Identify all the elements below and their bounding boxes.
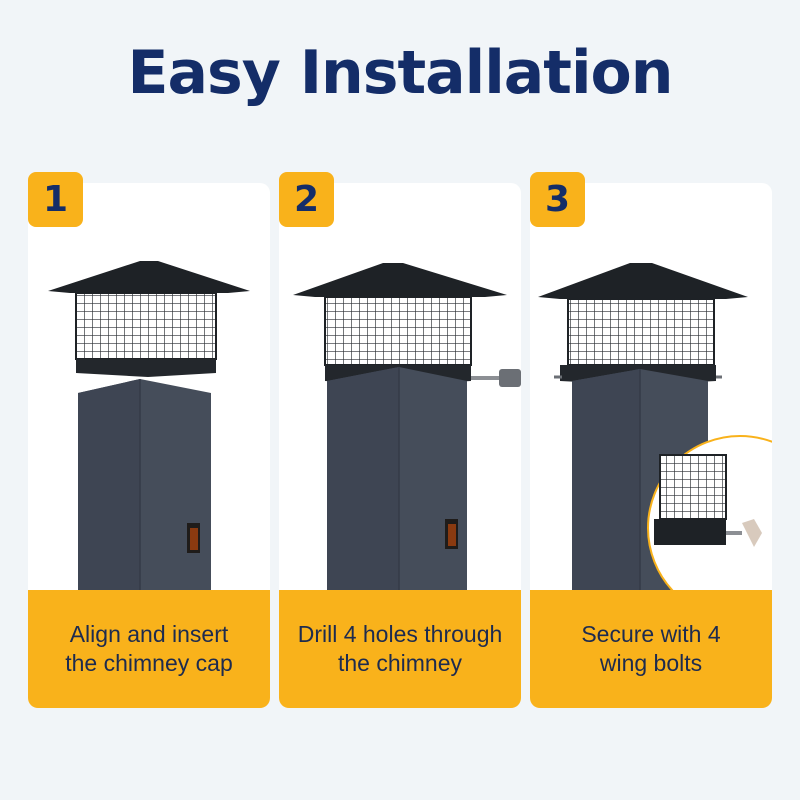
step-2-text-line-1: Drill 4 holes through bbox=[297, 621, 503, 647]
step-card-2: Drill 4 holes through the chimney bbox=[279, 183, 521, 708]
step-card-3: Secure with 4 wing bolts bbox=[530, 183, 772, 708]
step-1-text-line-2: the chimney cap bbox=[65, 650, 233, 676]
step-card-1: Align and insert the chimney cap bbox=[28, 183, 270, 708]
step-badge-3: 3 bbox=[530, 172, 585, 227]
step-1-text-line-1: Align and insert bbox=[69, 621, 229, 647]
step-2-caption: Drill 4 holes through the chimney bbox=[279, 590, 521, 708]
step-badge-2: 2 bbox=[279, 172, 334, 227]
step-2-text-line-2: the chimney bbox=[337, 650, 462, 676]
step-1-caption: Align and insert the chimney cap bbox=[28, 590, 270, 708]
page-title: Easy Installation bbox=[127, 38, 674, 108]
drill-icon bbox=[293, 263, 521, 590]
wing-bolt-icon bbox=[538, 263, 772, 590]
step-badge-1: 1 bbox=[28, 172, 83, 227]
step-3-text-line-1: Secure with 4 bbox=[581, 621, 721, 647]
step-3-caption: Secure with 4 wing bolts bbox=[530, 590, 772, 708]
chimney-cap-lifted-icon bbox=[48, 261, 250, 590]
step-3-text-line-2: wing bolts bbox=[599, 650, 703, 676]
